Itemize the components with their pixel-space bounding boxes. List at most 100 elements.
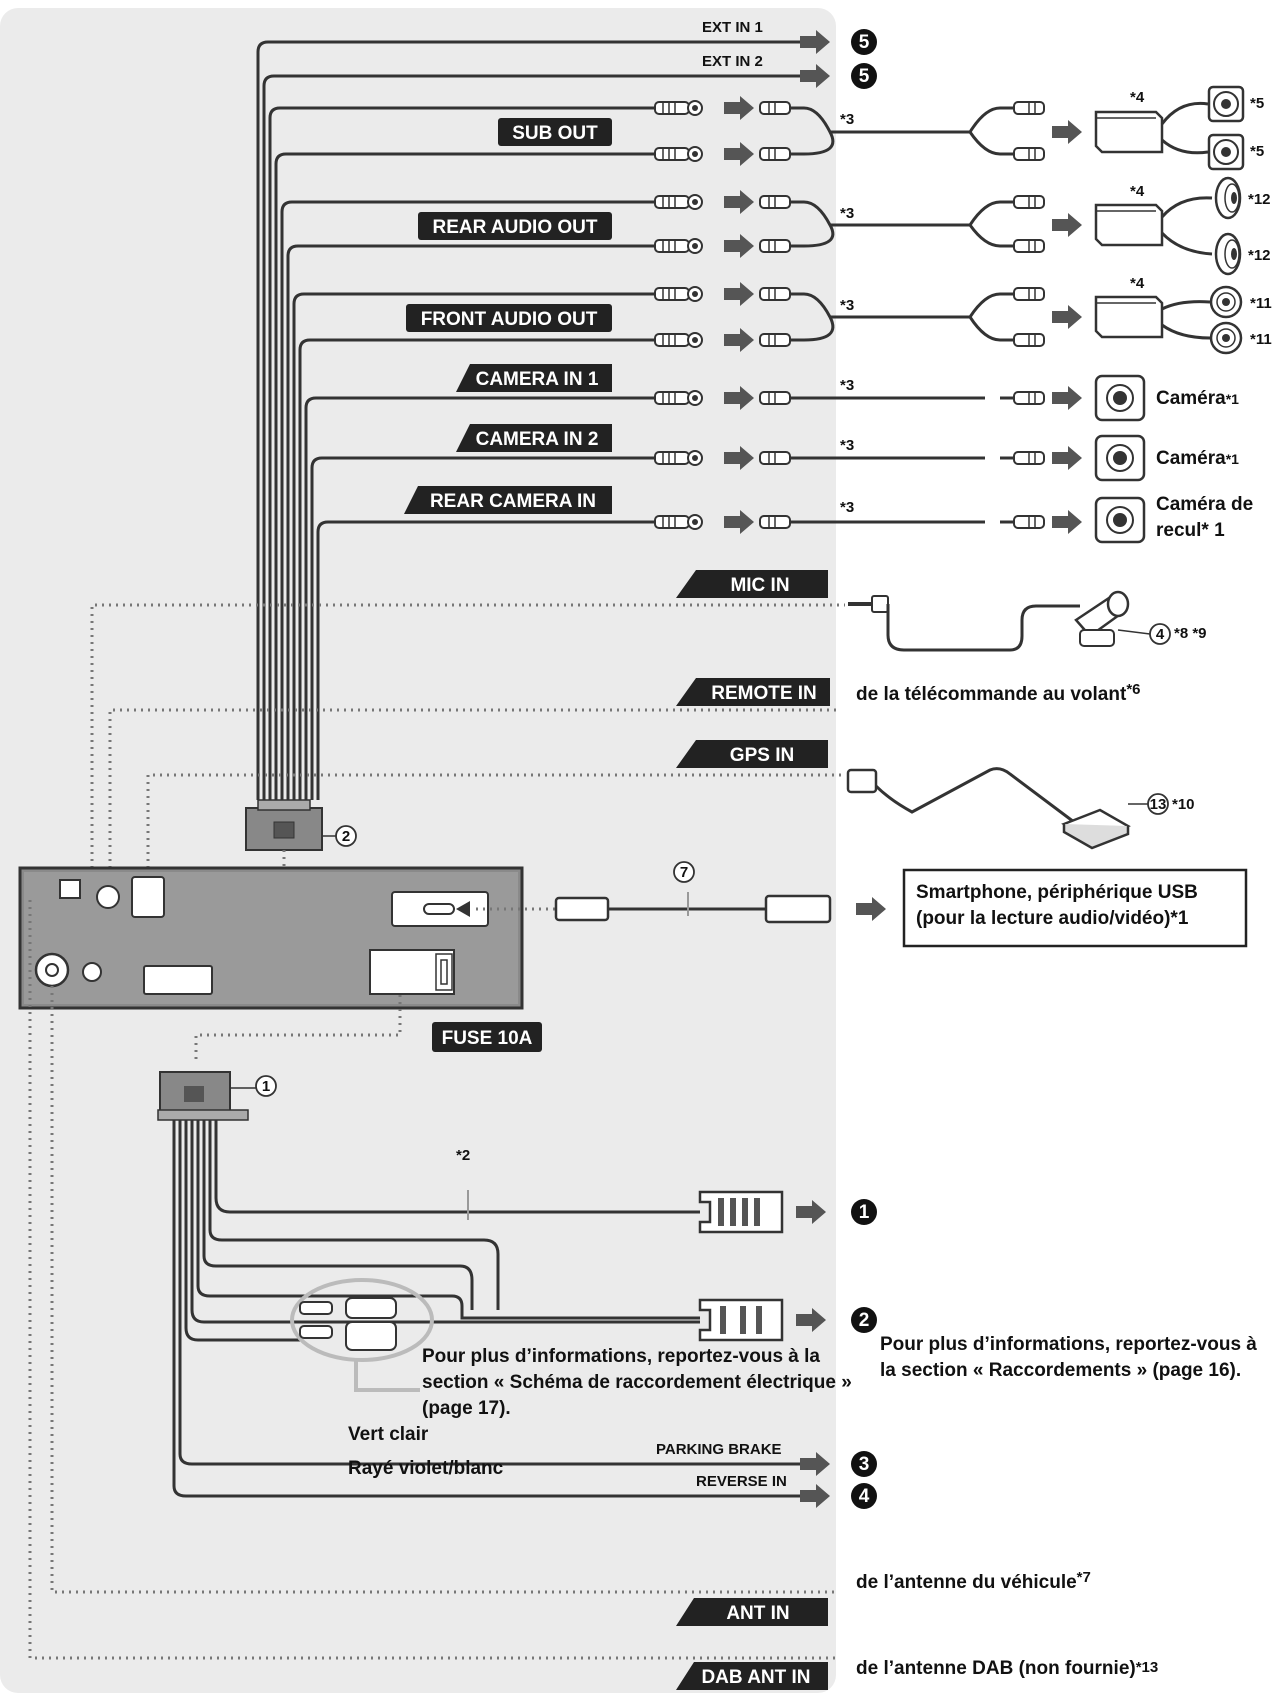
svg-text:1: 1	[262, 1078, 270, 1095]
svg-text:SUB OUT: SUB OUT	[512, 123, 598, 144]
label-sub-out: SUB OUT	[498, 118, 612, 146]
camera-1: Caméra*1	[1094, 374, 1239, 422]
svg-text:Caméra*1: Caméra*1	[1156, 388, 1239, 409]
reverse-in-label: REVERSE IN	[696, 1473, 787, 1490]
camera-2: Caméra*1	[1094, 434, 1239, 482]
svg-text:*11: *11	[1250, 331, 1272, 348]
svg-text:ANT IN: ANT IN	[726, 1603, 789, 1624]
svg-text:2: 2	[859, 1310, 870, 1331]
svg-text:*12: *12	[1248, 247, 1271, 264]
label-gps-in: GPS IN	[676, 740, 828, 768]
note-2: *2	[456, 1147, 470, 1164]
dab-dotted-line	[28, 900, 836, 1660]
info-right: Pour plus d’informations, reportez-vous …	[880, 1334, 1257, 1381]
label-mic-in: MIC IN	[676, 570, 828, 598]
wire-color-purple-white: Rayé violet/blanc	[348, 1458, 504, 1479]
svg-text:*4: *4	[1130, 275, 1145, 292]
svg-text:CAMERA IN 1: CAMERA IN 1	[476, 369, 599, 390]
harness-connector-2: 2	[245, 799, 357, 851]
label-rear-camera-in: REAR CAMERA IN	[404, 486, 612, 514]
svg-text:Smartphone, périphérique USB: Smartphone, périphérique USB	[916, 882, 1198, 903]
badge-5-top: 5	[851, 29, 877, 55]
svg-text:GPS IN: GPS IN	[730, 745, 794, 766]
svg-text:recul* 1: recul* 1	[1156, 520, 1225, 541]
svg-text:5: 5	[859, 66, 870, 87]
svg-text:2: 2	[342, 828, 350, 845]
usb-cable: 7	[476, 861, 886, 924]
gps-antenna: 13 *10	[846, 767, 1195, 850]
wire-color-light-green: Vert clair	[348, 1424, 429, 1445]
svg-text:Caméra*1: Caméra*1	[1156, 448, 1239, 469]
note-3-front: *3	[840, 297, 854, 314]
svg-text:CAMERA IN 2: CAMERA IN 2	[476, 429, 599, 450]
ant-dotted-line	[50, 986, 836, 1594]
background-panel	[0, 8, 836, 1693]
svg-text:REAR CAMERA IN: REAR CAMERA IN	[430, 491, 596, 512]
connector-block-1: 1	[698, 1190, 877, 1234]
svg-text:Pour plus d’informations, repo: Pour plus d’informations, reportez-vous …	[880, 1334, 1257, 1355]
parking-brake-label: PARKING BRAKE	[656, 1441, 782, 1458]
info-left: Pour plus d’informations, reportez-vous …	[422, 1346, 852, 1419]
label-camera-in-1: CAMERA IN 1	[456, 364, 612, 392]
gps-dotted-line	[146, 773, 845, 875]
label-rear-audio-out: REAR AUDIO OUT	[418, 212, 612, 240]
ant-vehicle-text: de l’antenne du véhicule*7	[856, 1569, 1091, 1593]
svg-text:section « Schéma de raccordeme: section « Schéma de raccordement électri…	[422, 1372, 852, 1393]
ext-in-1-label: EXT IN 1	[702, 19, 763, 36]
svg-text:FRONT AUDIO OUT: FRONT AUDIO OUT	[421, 309, 598, 330]
microphone: 4 *8 *9	[848, 590, 1207, 652]
svg-text:5: 5	[859, 32, 870, 53]
svg-text:*12: *12	[1248, 191, 1271, 208]
smartphone-box: Smartphone, périphérique USB (pour la le…	[902, 868, 1248, 948]
svg-text:Pour plus d’informations, repo: Pour plus d’informations, reportez-vous …	[422, 1346, 820, 1367]
power-harness: 1	[157, 1071, 800, 1498]
note-3-cam2: *3	[840, 437, 854, 454]
note-3-rear: *3	[840, 205, 854, 222]
svg-text:4: 4	[1156, 626, 1165, 643]
sub-amplifier: *4 *5 *5	[1094, 85, 1264, 171]
svg-text:*8 *9: *8 *9	[1174, 625, 1207, 642]
svg-text:Caméra de: Caméra de	[1156, 494, 1253, 515]
svg-text:REAR AUDIO OUT: REAR AUDIO OUT	[432, 217, 597, 238]
label-ant-in: ANT IN	[676, 1598, 828, 1626]
badge-3: 3	[851, 1451, 877, 1477]
svg-text:*5: *5	[1250, 143, 1264, 160]
rear-amplifier: *4 *12 *12	[1094, 176, 1271, 276]
far-rca-plugs	[998, 100, 1046, 530]
mic-dotted-line	[90, 603, 845, 875]
svg-text:MIC IN: MIC IN	[730, 575, 789, 596]
front-amplifier: *4 *11 *11	[1094, 275, 1272, 355]
note-3-rearcam: *3	[840, 499, 854, 516]
label-front-audio-out: FRONT AUDIO OUT	[406, 304, 612, 332]
svg-text:1: 1	[859, 1202, 870, 1223]
svg-text:3: 3	[859, 1454, 870, 1475]
dab-text: de l’antenne DAB (non fournie)*13	[856, 1658, 1158, 1679]
svg-text:*5: *5	[1250, 95, 1264, 112]
label-dab-ant-in: DAB ANT IN	[676, 1662, 828, 1690]
note-3-cam1: *3	[840, 377, 854, 394]
connector-block-2: 2	[698, 1298, 877, 1342]
svg-text:*4: *4	[1130, 183, 1145, 200]
svg-text:*11: *11	[1250, 295, 1272, 312]
note-3-sub: *3	[840, 111, 854, 128]
svg-text:REMOTE IN: REMOTE IN	[711, 683, 817, 704]
svg-text:7: 7	[680, 864, 688, 881]
svg-text:FUSE 10A: FUSE 10A	[442, 1028, 533, 1049]
svg-text:DAB ANT IN: DAB ANT IN	[701, 1667, 810, 1688]
label-remote-in: REMOTE IN	[676, 678, 830, 706]
svg-text:(page 17).: (page 17).	[422, 1398, 511, 1419]
head-unit	[18, 866, 524, 1010]
rca-small-connectors	[290, 1278, 434, 1392]
rear-camera: Caméra de recul* 1	[1094, 494, 1253, 544]
badge-4: 4	[851, 1483, 877, 1509]
ext-in-2-label: EXT IN 2	[702, 53, 763, 70]
svg-text:4: 4	[859, 1486, 870, 1507]
y-cables	[803, 106, 1001, 524]
label-camera-in-2: CAMERA IN 2	[456, 424, 612, 452]
badge-5-bottom: 5	[851, 63, 877, 89]
svg-text:13: 13	[1150, 796, 1167, 813]
svg-text:*4: *4	[1130, 89, 1145, 106]
power-dotted-link	[194, 995, 402, 1062]
